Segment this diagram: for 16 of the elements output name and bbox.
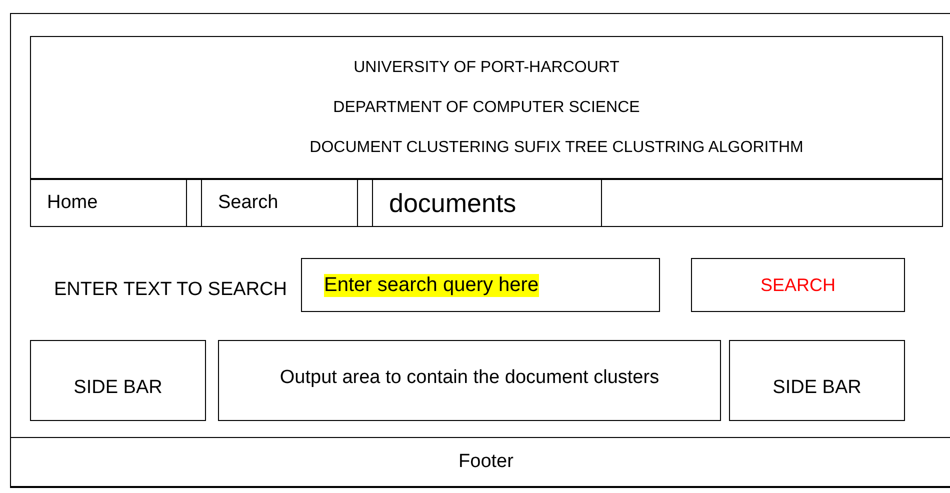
search-button: SEARCH [691, 258, 905, 312]
sidebar-panel: SIDE BAR [30, 340, 206, 421]
nav-tab: documents [372, 179, 602, 227]
placeholder-text: Enter search query here [324, 274, 539, 296]
nav-tab: Search [201, 179, 358, 227]
search-input-field [301, 258, 660, 312]
header-banner [30, 36, 943, 179]
sidebar-panel: SIDE BAR [729, 340, 905, 421]
heading-text: UNIVERSITY OF PORT-HARCOURT [352, 59, 620, 77]
nav-tab: Home [30, 179, 187, 227]
field-label: ENTER TEXT TO SEARCH [54, 279, 287, 301]
output-area: Output area to contain the document clusters [218, 340, 721, 421]
footer-bar: Footer [10, 437, 950, 487]
page-frame [10, 13, 950, 488]
heading-text: DEPARTMENT OF COMPUTER SCIENCE [332, 99, 641, 117]
heading-text: DOCUMENT CLUSTERING SUFIX TREE CLUSTRING ALGORITHM [308, 139, 804, 157]
